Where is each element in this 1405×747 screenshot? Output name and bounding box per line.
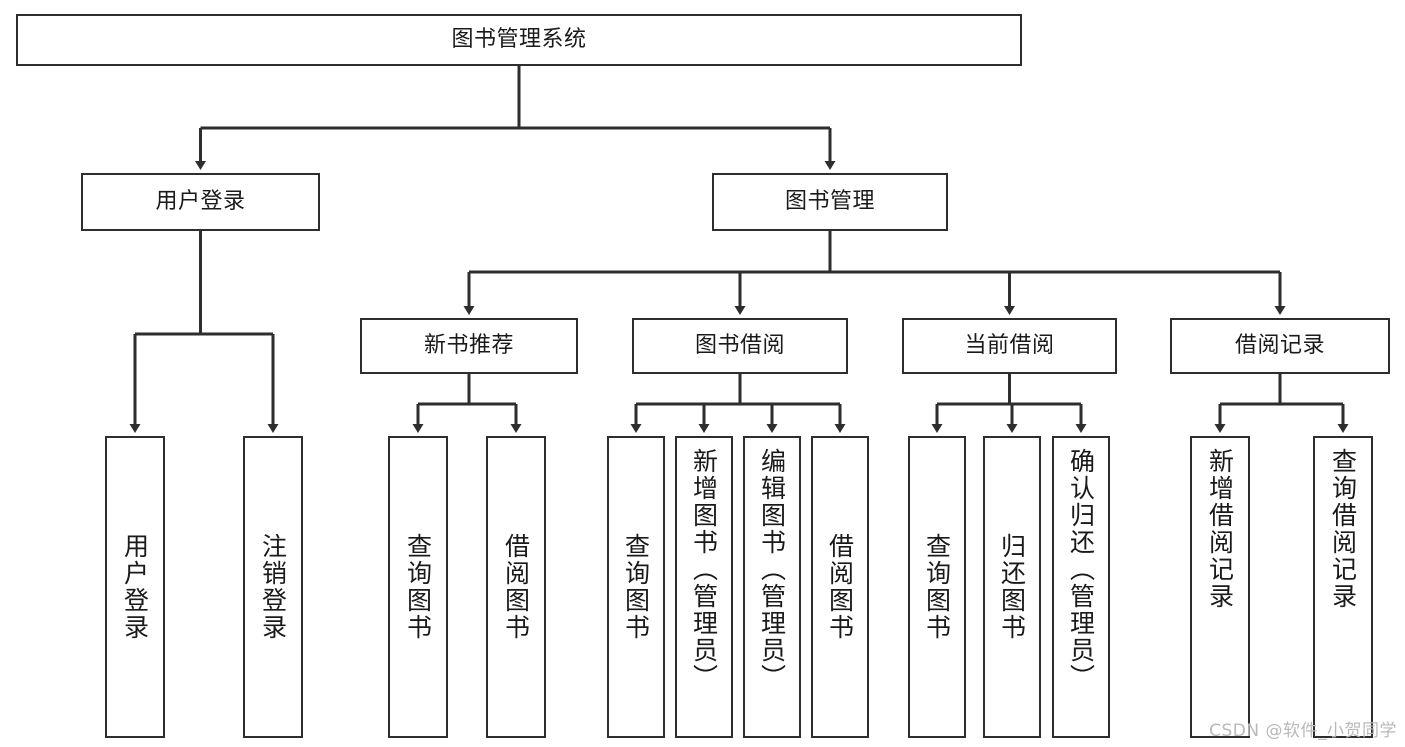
node-book-borrow[interactable]: 图书借阅 bbox=[632, 318, 848, 374]
node-leaf-rec-borrow[interactable]: 借阅图书 bbox=[486, 436, 546, 738]
node-label: 查询图书 bbox=[403, 533, 433, 641]
node-leaf-bb-edit[interactable]: 编辑图书（管理员） bbox=[743, 436, 801, 738]
node-label: 注销登录 bbox=[258, 533, 288, 641]
connector-lines bbox=[129, 66, 1349, 433]
node-leaf-bb-query[interactable]: 查询图书 bbox=[607, 436, 665, 738]
node-label: 新书推荐 bbox=[423, 333, 514, 359]
node-current-borrow[interactable]: 当前借阅 bbox=[902, 318, 1117, 374]
node-book-manage[interactable]: 图书管理 bbox=[712, 173, 948, 231]
node-label: 查询图书 bbox=[621, 533, 651, 641]
node-leaf-br-add[interactable]: 新增借阅记录 bbox=[1190, 436, 1250, 738]
node-user-login[interactable]: 用户登录 bbox=[81, 173, 320, 231]
node-root[interactable]: 图书管理系统 bbox=[16, 14, 1022, 66]
node-borrow-record[interactable]: 借阅记录 bbox=[1170, 318, 1390, 374]
node-leaf-cb-confirm[interactable]: 确认归还（管理员） bbox=[1052, 436, 1110, 738]
node-label: 确认归还（管理员） bbox=[1066, 448, 1096, 691]
node-leaf-bb-borrow[interactable]: 借阅图书 bbox=[811, 436, 869, 738]
node-leaf-user-logout[interactable]: 注销登录 bbox=[243, 436, 303, 738]
node-label: 借阅图书 bbox=[501, 533, 531, 641]
node-leaf-bb-add[interactable]: 新增图书（管理员） bbox=[675, 436, 733, 738]
node-label: 新增借阅记录 bbox=[1205, 448, 1235, 610]
node-leaf-rec-query[interactable]: 查询图书 bbox=[388, 436, 448, 738]
node-label: 查询图书 bbox=[922, 533, 952, 641]
node-label: 编辑图书（管理员） bbox=[757, 448, 787, 691]
node-leaf-cb-query[interactable]: 查询图书 bbox=[908, 436, 966, 738]
node-label: 图书借阅 bbox=[694, 333, 785, 359]
node-leaf-br-query[interactable]: 查询借阅记录 bbox=[1313, 436, 1373, 738]
node-label: 用户登录 bbox=[120, 533, 150, 641]
node-label: 图书管理 bbox=[784, 189, 875, 215]
node-leaf-cb-return[interactable]: 归还图书 bbox=[983, 436, 1041, 738]
node-label: 查询借阅记录 bbox=[1328, 448, 1358, 610]
node-label: 用户登录 bbox=[155, 189, 246, 215]
node-leaf-user-login[interactable]: 用户登录 bbox=[105, 436, 165, 738]
node-label: 图书管理系统 bbox=[451, 27, 587, 53]
node-new-book-rec[interactable]: 新书推荐 bbox=[360, 318, 578, 374]
node-label: 新增图书（管理员） bbox=[689, 448, 719, 691]
node-label: 归还图书 bbox=[997, 533, 1027, 641]
node-label: 借阅记录 bbox=[1234, 333, 1325, 359]
node-label: 当前借阅 bbox=[964, 333, 1055, 359]
node-label: 借阅图书 bbox=[825, 533, 855, 641]
